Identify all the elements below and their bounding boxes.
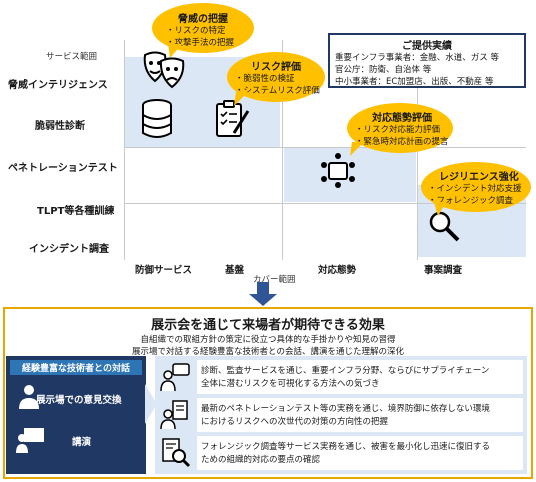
provide-record-line: 重要インフラ事業者：金融、水道、ガス 等 bbox=[335, 53, 499, 63]
bubble-readiness-item: ・リスク対応能力評価 bbox=[355, 125, 441, 135]
effects-card: 診断、監査サービスを通じ、重要インフラ分野、ならびにサプライチェーン 全体に潜む… bbox=[197, 360, 523, 394]
bubble-readiness-title: 対応態勢評価 bbox=[372, 113, 432, 124]
provide-record-line: 中小事業者：EC加盟店、出版、不動産 等 bbox=[335, 77, 494, 87]
right-arrow-icon bbox=[145, 384, 157, 424]
bubble-threat-item: ・リスクの特定 bbox=[166, 26, 226, 36]
effects-card-line: ための組織的対応の要点の確認 bbox=[201, 455, 321, 465]
database-icon bbox=[142, 99, 172, 138]
bubble-resilience-item: ・フォレンジック調査 bbox=[428, 196, 514, 206]
cell-pentest-readiness bbox=[284, 148, 416, 202]
row-label-threat-intel: 脅威インテリジェンス bbox=[8, 80, 108, 91]
effects-card-line: 全体に潜むリスクを可視化する方法への気づき bbox=[201, 379, 380, 389]
col-label-foundation: 基盤 bbox=[225, 265, 245, 276]
bubble-readiness-item: ・緊急時対応計画の提言 bbox=[355, 137, 449, 147]
provide-record-line: 官公庁：防衛、自治体 等 bbox=[335, 65, 432, 75]
presenter-icon bbox=[19, 385, 39, 409]
dialogue-item-exchange: 展示場での意見交換 bbox=[36, 395, 122, 406]
row-label-tlpt: TLPT等各種訓練 bbox=[37, 206, 115, 217]
bubble-resilience-item: ・インシデント対応支援 bbox=[428, 184, 522, 194]
bubble-readiness-tail bbox=[350, 142, 364, 156]
bubble-risk-title: リスク評価 bbox=[251, 62, 301, 73]
dialogue-panel-header: 経験豊富な技術者との対話 bbox=[10, 360, 142, 375]
bubble-readiness: 対応態勢評価 ・リスク対応能力評価 ・緊急時対応計画の提言 bbox=[347, 103, 453, 153]
bubble-resilience-title: レジリエンス強化 bbox=[439, 172, 519, 183]
clipboard-check-icon bbox=[216, 100, 250, 137]
row-label-incident: インシデント調査 bbox=[29, 244, 109, 255]
bubble-resilience-tail bbox=[434, 202, 446, 216]
bubble-risk-item: ・システムリスク評価 bbox=[235, 86, 320, 96]
y-axis-title: サービス範囲 bbox=[46, 52, 98, 62]
effects-card-line: 診断、監査サービスを通じ、重要インフラ分野、ならびにサプライチェーン bbox=[201, 366, 490, 376]
dialogue-panel: 経験豊富な技術者との対話 展示場での意見交換 講演 bbox=[6, 356, 146, 474]
provide-record-title: ご提供実績 bbox=[402, 41, 452, 52]
document-magnifier-icon bbox=[162, 438, 191, 468]
bubble-threat-title: 脅威の把握 bbox=[178, 14, 228, 25]
col-label-investigation: 事案調査 bbox=[424, 265, 463, 276]
down-arrow-icon bbox=[249, 282, 277, 306]
bubble-threat-tail bbox=[168, 44, 182, 58]
provide-record-box: ご提供実績 重要インフラ事業者：金融、水道、ガス 等 官公庁：防衛、自治体 等 … bbox=[328, 33, 526, 88]
magnifier-icon bbox=[429, 211, 460, 242]
effects-subtitle: 自組織での取組方針の策定に役立つ具体的な手掛かりや知見の習得 bbox=[140, 335, 396, 345]
effects-card-line: におけるリスクへの次世代の対策の方向性の把握 bbox=[201, 417, 389, 427]
dialogue-item-lecture: 講演 bbox=[72, 437, 92, 448]
col-label-readiness: 対応態勢 bbox=[318, 265, 357, 276]
effects-card-panel: 診断、監査サービスを通じ、重要インフラ分野、ならびにサプライチェーン 全体に潜む… bbox=[155, 356, 527, 474]
x-axis-title: カバー範囲 bbox=[253, 275, 296, 285]
lecture-icon bbox=[16, 428, 44, 453]
effects-card-line: 最新のペネトレーションテスト等の実務を通じ、境界防御に依存しない環境 bbox=[201, 404, 490, 414]
effects-subtitle: 展示場で対話する経験豊富な技術者との会話、講演を通じた理解の深化 bbox=[132, 347, 404, 357]
row-label-vuln-assessment: 脆弱性診断 bbox=[35, 121, 85, 132]
effects-title: 展示会を通じて来場者が期待できる効果 bbox=[151, 318, 385, 333]
chat-person-icon bbox=[160, 363, 190, 392]
bubble-risk-tail bbox=[234, 92, 248, 106]
meeting-table-icon bbox=[321, 153, 355, 188]
effects-card-line: フォレンジック調査等サービス実務を通じ、被害を最小化し迅速に復旧する bbox=[201, 442, 491, 452]
effects-card: フォレンジック調査等サービス実務を通じ、被害を最小化し迅速に復旧する ための組織… bbox=[197, 436, 523, 470]
effects-card: 最新のペネトレーションテスト等の実務を通じ、境界防御に依存しない環境 におけるリ… bbox=[197, 398, 523, 432]
dialogue-panel-header-label: 経験豊富な技術者との対話 bbox=[22, 364, 130, 374]
row-label-pentest: ペネトレーションテスト bbox=[8, 163, 118, 174]
bubble-threat-item: ・攻撃手法の把握 bbox=[166, 38, 235, 48]
document-person-icon bbox=[160, 400, 188, 430]
theater-masks-icon bbox=[143, 51, 185, 89]
bubble-risk-item: ・脆弱性の検証 bbox=[235, 74, 295, 84]
col-label-defense: 防御サービス bbox=[135, 265, 193, 276]
